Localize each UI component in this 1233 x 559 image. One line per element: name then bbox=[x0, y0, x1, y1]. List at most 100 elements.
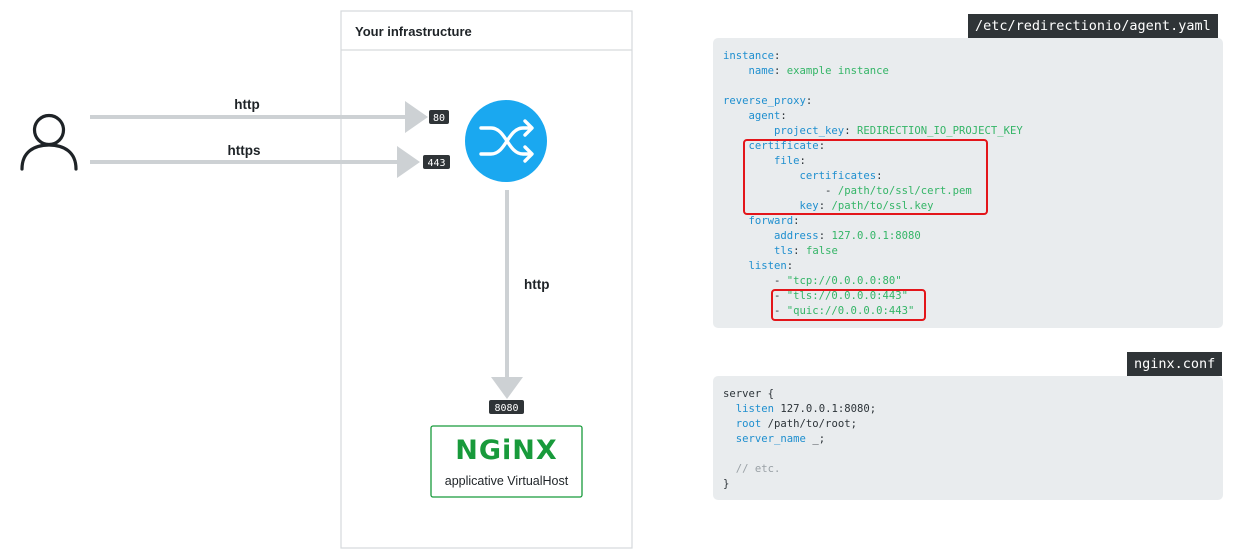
code-token: - bbox=[723, 185, 838, 197]
code-token bbox=[723, 110, 749, 122]
certificate-highlight bbox=[743, 139, 988, 215]
nginx-caption: applicative VirtualHost bbox=[445, 474, 569, 488]
code-token: : bbox=[818, 140, 826, 152]
code-line: // etc. bbox=[723, 462, 1213, 477]
code-token: address bbox=[774, 230, 819, 242]
code-token: example instance bbox=[786, 65, 889, 77]
code-line: address: 127.0.0.1:8080 bbox=[723, 229, 1213, 244]
code-token: tls bbox=[774, 245, 794, 257]
code-token: : bbox=[805, 95, 813, 107]
port-badge-443: 443 bbox=[423, 155, 450, 169]
agent-config-code: instance: name: example instance reverse… bbox=[713, 38, 1223, 328]
code-line: forward: bbox=[723, 214, 1213, 229]
code-token: project_key bbox=[774, 125, 845, 137]
code-token: forward bbox=[748, 215, 794, 227]
code-token: : bbox=[818, 200, 832, 212]
code-token: instance bbox=[723, 50, 775, 62]
code-token: "tls://0.0.0.0:443" bbox=[786, 290, 908, 302]
code-line: } bbox=[723, 477, 1213, 492]
code-token: /path/to/ssl/cert.pem bbox=[837, 185, 972, 197]
code-token: "tcp://0.0.0.0:80" bbox=[786, 275, 902, 287]
code-token bbox=[723, 260, 749, 272]
shuffle-icon bbox=[465, 100, 547, 182]
code-line: listen: bbox=[723, 259, 1213, 274]
https-arrow: https bbox=[90, 143, 420, 178]
code-token bbox=[723, 215, 749, 227]
infrastructure-title: Your infrastructure bbox=[355, 24, 472, 39]
code-line: certificates: bbox=[723, 169, 1213, 184]
code-line: file: bbox=[723, 154, 1213, 169]
code-token bbox=[723, 418, 736, 430]
code-token: } bbox=[723, 478, 730, 490]
code-line: tls: false bbox=[723, 244, 1213, 259]
code-token: : bbox=[793, 245, 806, 257]
code-token bbox=[723, 433, 736, 445]
code-token: : bbox=[844, 125, 857, 137]
code-line bbox=[723, 447, 1213, 462]
code-token: _; bbox=[805, 433, 826, 445]
code-token: /path/to/ssl.key bbox=[831, 200, 934, 212]
code-token: key bbox=[799, 200, 819, 212]
nginx-config-code: server { listen 127.0.0.1:8080; root /pa… bbox=[713, 376, 1223, 500]
nginx-box: NGiNX applicative VirtualHost bbox=[430, 425, 583, 498]
code-line: - "tcp://0.0.0.0:80" bbox=[723, 274, 1213, 289]
code-token: REDIRECTION_IO_PROJECT_KEY bbox=[856, 125, 1023, 137]
code-token: agent bbox=[748, 110, 781, 122]
code-line: server_name _; bbox=[723, 432, 1213, 447]
code-token: 127.0.0.1:8080 bbox=[831, 230, 921, 242]
code-token: - bbox=[723, 305, 787, 317]
code-token: name bbox=[748, 65, 775, 77]
code-token bbox=[723, 125, 774, 137]
code-token: : bbox=[786, 260, 794, 272]
code-token: /path/to/root; bbox=[761, 418, 857, 430]
code-line: project_key: REDIRECTION_IO_PROJECT_KEY bbox=[723, 124, 1213, 139]
code-line: certificate: bbox=[723, 139, 1213, 154]
code-token bbox=[723, 463, 736, 475]
code-token: : bbox=[793, 215, 800, 227]
http-arrow: http bbox=[90, 97, 428, 133]
code-line: - /path/to/ssl/cert.pem bbox=[723, 184, 1213, 199]
code-token: server_name bbox=[735, 433, 806, 445]
code-token: : bbox=[876, 170, 883, 182]
code-token bbox=[723, 65, 749, 77]
code-line: - "quic://0.0.0.0:443" bbox=[723, 304, 1213, 319]
code-line: root /path/to/root; bbox=[723, 417, 1213, 432]
code-line: - "tls://0.0.0.0:443" bbox=[723, 289, 1213, 304]
code-line: reverse_proxy: bbox=[723, 94, 1213, 109]
code-token: : bbox=[780, 110, 787, 122]
code-token bbox=[723, 403, 736, 415]
code-token: listen bbox=[735, 403, 775, 415]
port-8080-text: 8080 bbox=[494, 403, 518, 414]
code-line: agent: bbox=[723, 109, 1213, 124]
code-line: listen 127.0.0.1:8080; bbox=[723, 402, 1213, 417]
backend-arrow: http bbox=[491, 190, 549, 399]
internal-http-label: http bbox=[524, 277, 549, 292]
https-label: https bbox=[228, 143, 261, 158]
code-token: - bbox=[723, 275, 787, 287]
code-token: root bbox=[735, 418, 762, 430]
user-icon bbox=[20, 113, 78, 171]
code-token: reverse_proxy bbox=[723, 95, 806, 107]
code-line: instance: bbox=[723, 49, 1213, 64]
port-badge-8080: 8080 bbox=[489, 400, 524, 414]
code-token: - bbox=[723, 290, 787, 302]
agent-config-filename: /etc/redirectionio/agent.yaml bbox=[968, 14, 1218, 38]
code-token: certificate bbox=[748, 140, 819, 152]
code-line: key: /path/to/ssl.key bbox=[723, 199, 1213, 214]
code-token: : bbox=[799, 155, 806, 167]
port-443-text: 443 bbox=[427, 158, 445, 169]
listen-tls-highlight bbox=[771, 289, 926, 321]
code-token bbox=[723, 230, 774, 242]
code-line bbox=[723, 79, 1213, 94]
port-badge-80: 80 bbox=[429, 110, 449, 124]
code-token: false bbox=[805, 245, 838, 257]
http-label: http bbox=[234, 97, 259, 112]
code-token: : bbox=[818, 230, 832, 242]
code-token bbox=[723, 245, 774, 257]
code-token: // etc. bbox=[735, 463, 781, 475]
code-token: : bbox=[774, 65, 787, 77]
code-token: : bbox=[774, 50, 781, 62]
code-token: listen bbox=[748, 260, 787, 272]
port-80-text: 80 bbox=[433, 113, 445, 124]
